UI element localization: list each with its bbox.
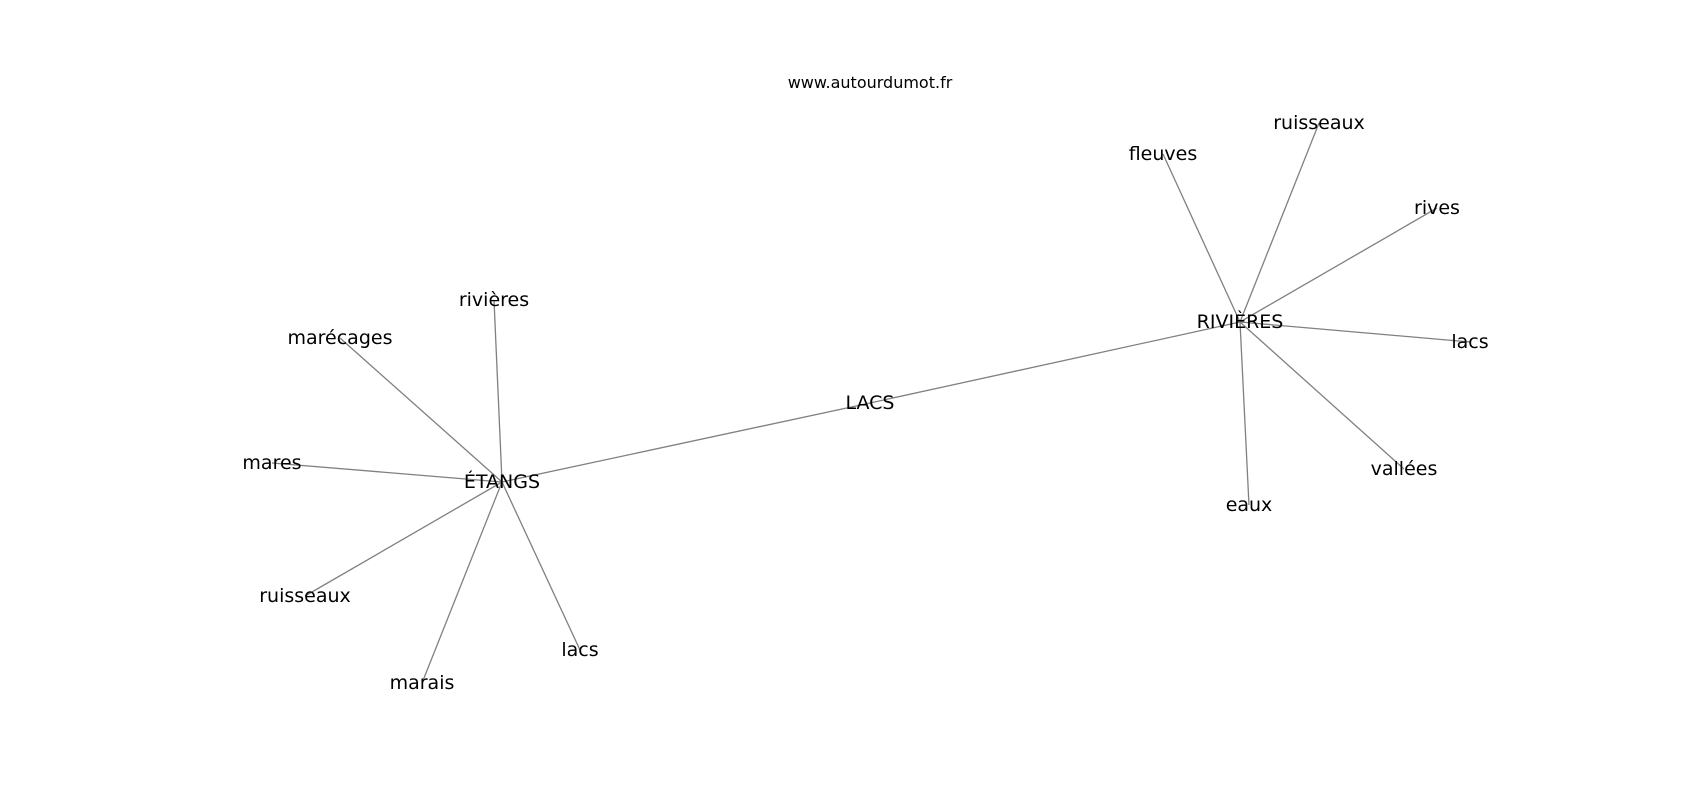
node-label-etangs-marais: marais — [390, 672, 455, 694]
edge-rivieres-rivieres_fleuves — [1162, 153, 1241, 323]
edge-lacs_center-etangs — [501, 402, 871, 483]
edge-etangs-etangs_marais — [421, 481, 503, 684]
edge-etangs-etangs_mares — [271, 462, 503, 483]
edge-rivieres-rivieres_vallees — [1239, 321, 1405, 470]
node-label-rivieres: RIVIÈRES — [1197, 310, 1284, 333]
node-label-etangs-ruisseaux: ruisseaux — [259, 585, 351, 607]
node-label-lacs-center: LACS — [845, 392, 894, 414]
edge-lacs_center-rivieres — [869, 321, 1241, 404]
edge-rivieres-rivieres_rives — [1239, 207, 1438, 323]
node-label-rivieres-ruisseaux: ruisseaux — [1273, 112, 1365, 134]
node-label-etangs-mares: mares — [242, 452, 301, 474]
labels-layer: LACS ÉTANGS rivières marécages mares ruisseau… — [242, 112, 1488, 694]
edge-etangs-etangs_ruisseaux — [304, 481, 503, 597]
edge-etangs-etangs_rivieres — [493, 299, 503, 483]
node-label-etangs-lacs: lacs — [561, 639, 598, 661]
node-label-etangs-marecages: marécages — [288, 327, 393, 349]
edges-layer — [271, 122, 1471, 684]
edge-rivieres-rivieres_eaux — [1239, 321, 1250, 506]
watermark-text[interactable]: www.autourdumot.fr — [788, 73, 953, 92]
node-label-rivieres-eaux: eaux — [1226, 494, 1273, 516]
edge-rivieres-rivieres_ruisseaux — [1239, 122, 1320, 323]
node-label-rivieres-fleuves: fleuves — [1129, 143, 1198, 165]
edge-rivieres-rivieres_lacs — [1239, 321, 1471, 343]
edge-etangs-etangs_lacs — [501, 481, 581, 651]
node-label-etangs-rivieres: rivières — [459, 289, 529, 311]
node-label-rivieres-vallees: vallées — [1371, 458, 1438, 480]
edge-etangs-etangs_marecages — [339, 337, 503, 483]
node-label-etangs: ÉTANGS — [464, 470, 540, 493]
node-label-rivieres-lacs: lacs — [1451, 331, 1488, 353]
node-label-rivieres-rives: rives — [1414, 197, 1460, 219]
